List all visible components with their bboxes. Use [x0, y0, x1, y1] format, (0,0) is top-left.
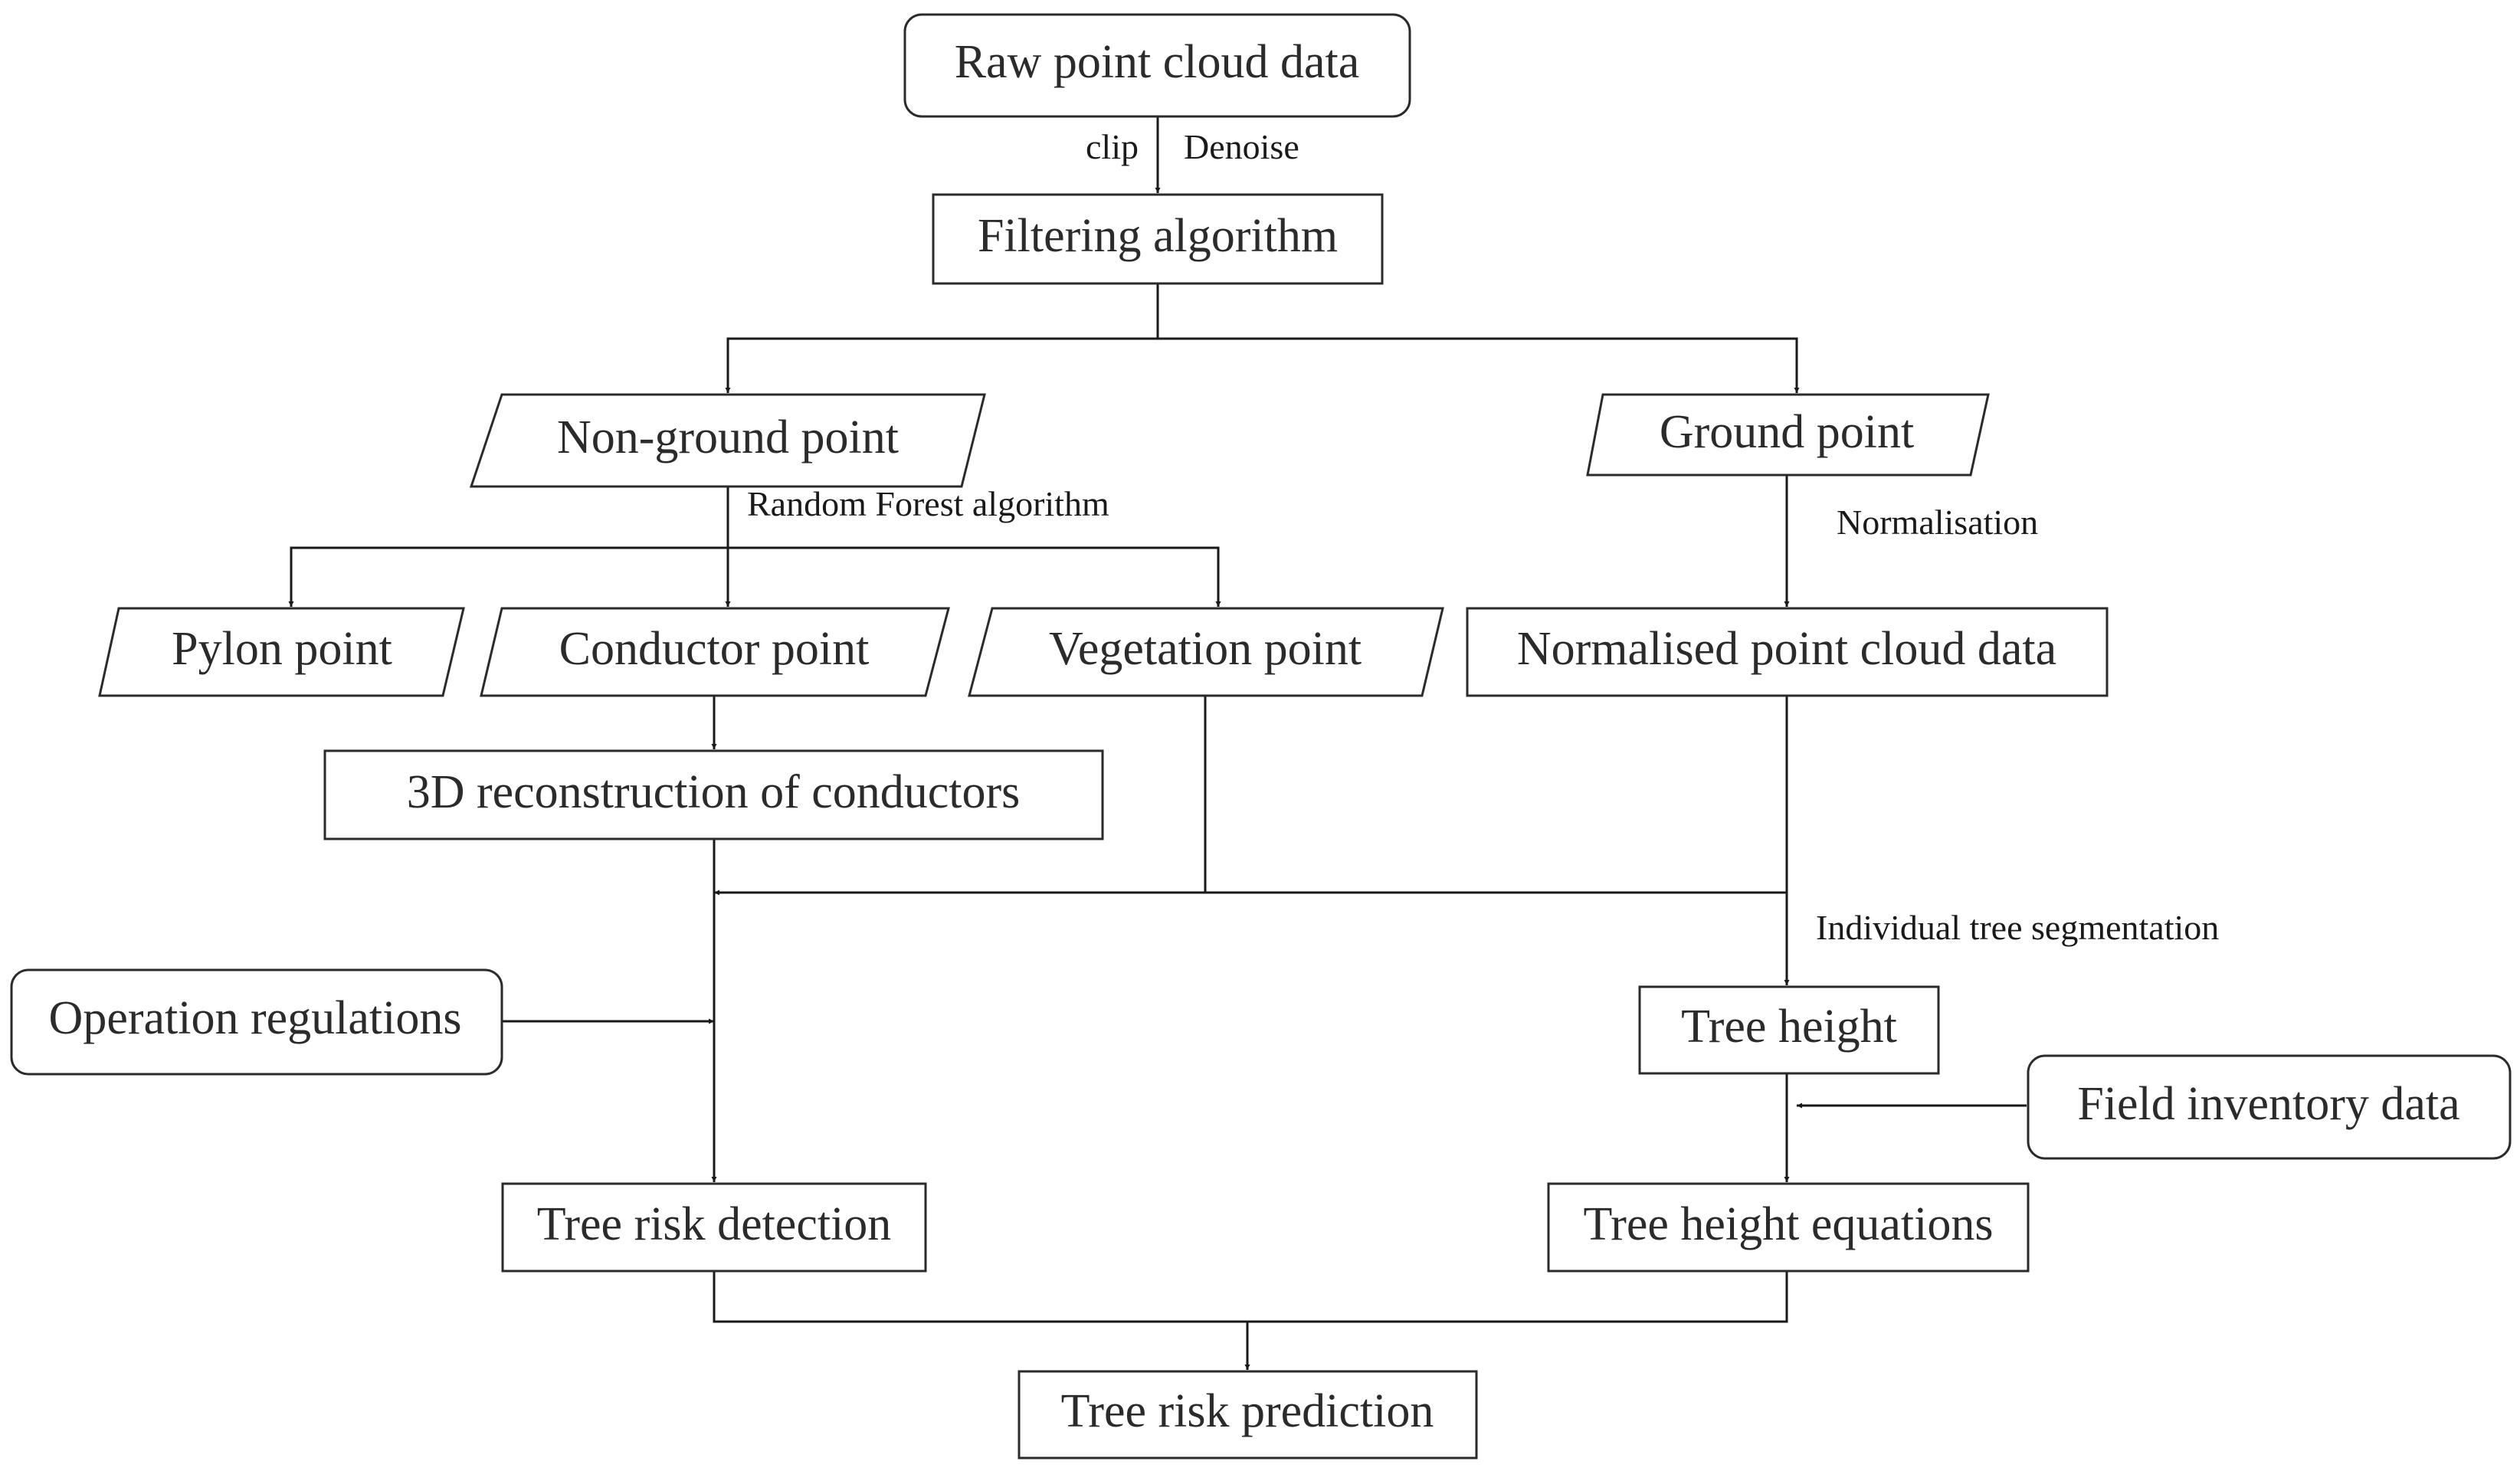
- node-tree-height: Tree height: [1638, 985, 1940, 1075]
- node-pylon-point-label: Pylon point: [172, 623, 392, 675]
- edge-label-clip: clip: [1086, 127, 1139, 166]
- node-3d-reconstruction-label: 3D reconstruction of conductors: [407, 766, 1021, 818]
- node-tree-risk-detection-label: Tree risk detection: [537, 1198, 892, 1250]
- node-vegetation-point-label: Vegetation point: [1049, 623, 1362, 675]
- edge-label-individual-tree-segmentation: Individual tree segmentation: [1816, 908, 2219, 947]
- node-operation-regulations: Operation regulations: [10, 968, 503, 1076]
- node-non-ground-point: Non-ground point: [469, 393, 986, 488]
- node-field-inventory-data-label: Field inventory data: [2077, 1078, 2459, 1130]
- node-filtering-algorithm-label: Filtering algorithm: [978, 210, 1338, 262]
- node-vegetation-point: Vegetation point: [968, 607, 1444, 697]
- node-pylon-point: Pylon point: [98, 607, 465, 697]
- node-raw-point-cloud-label: Raw point cloud data: [955, 36, 1360, 88]
- edge-label-normalisation: Normalisation: [1837, 503, 2038, 542]
- node-field-inventory-data: Field inventory data: [2027, 1054, 2512, 1160]
- node-tree-height-label: Tree height: [1681, 1001, 1897, 1053]
- node-normalised-point-cloud-label: Normalised point cloud data: [1517, 623, 2056, 675]
- node-tree-risk-detection: Tree risk detection: [501, 1182, 927, 1273]
- edge-to-ground: [1158, 337, 1800, 393]
- node-tree-risk-prediction: Tree risk prediction: [1018, 1370, 1478, 1460]
- edge-label-random-forest: Random Forest algorithm: [747, 484, 1109, 523]
- node-non-ground-point-label: Non-ground point: [557, 411, 899, 464]
- edge-to-vegetation: [728, 546, 1221, 607]
- node-operation-regulations-label: Operation regulations: [49, 992, 462, 1044]
- node-conductor-point: Conductor point: [480, 607, 950, 697]
- edge-to-pylon: [288, 546, 728, 607]
- node-tree-height-equations: Tree height equations: [1547, 1182, 2030, 1273]
- node-tree-risk-prediction-label: Tree risk prediction: [1061, 1385, 1434, 1437]
- node-ground-point-label: Ground point: [1660, 406, 1914, 458]
- node-filtering-algorithm: Filtering algorithm: [932, 193, 1384, 285]
- edge-risk-detection-down: [713, 1271, 1788, 1323]
- node-tree-height-equations-label: Tree height equations: [1584, 1198, 1994, 1250]
- node-conductor-point-label: Conductor point: [559, 623, 870, 675]
- edge-to-non-ground: [725, 337, 1158, 393]
- node-raw-point-cloud: Raw point cloud data: [903, 13, 1411, 118]
- node-3d-reconstruction: 3D reconstruction of conductors: [323, 749, 1104, 840]
- node-normalised-point-cloud: Normalised point cloud data: [1466, 607, 2109, 697]
- edge-label-denoise: Denoise: [1184, 127, 1299, 166]
- node-ground-point: Ground point: [1586, 393, 1990, 477]
